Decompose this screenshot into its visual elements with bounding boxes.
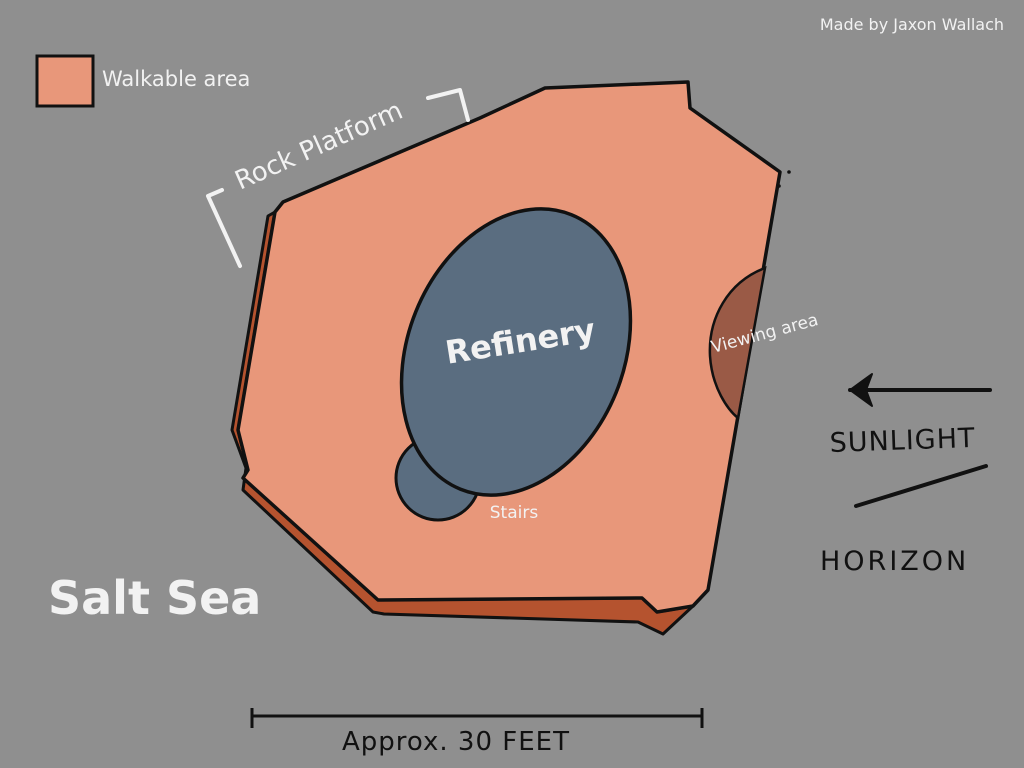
salt-sea-label: Salt Sea bbox=[48, 571, 261, 625]
stairs-label: Stairs bbox=[490, 503, 539, 523]
refinery-ellipse bbox=[399, 207, 633, 497]
sunlight-label: SUNLIGHT bbox=[829, 423, 976, 459]
rock-platform-bracket bbox=[426, 88, 470, 122]
legend: Walkable area bbox=[35, 54, 250, 108]
scale-bar bbox=[250, 708, 704, 728]
rock-platform-bracket bbox=[206, 188, 242, 268]
sunlight-arrow bbox=[848, 373, 992, 407]
horizon-line bbox=[854, 464, 988, 508]
legend-label: Walkable area bbox=[102, 67, 250, 91]
sketch-mark bbox=[777, 184, 781, 188]
horizon-label: HORIZON bbox=[820, 546, 969, 577]
viewing-area-region bbox=[708, 266, 767, 421]
scale-label: Approx. 30 FEET bbox=[342, 727, 570, 757]
legend-swatch bbox=[35, 54, 95, 108]
sketch-mark bbox=[787, 170, 791, 174]
credit-text: Made by Jaxon Wallach bbox=[820, 15, 1004, 34]
